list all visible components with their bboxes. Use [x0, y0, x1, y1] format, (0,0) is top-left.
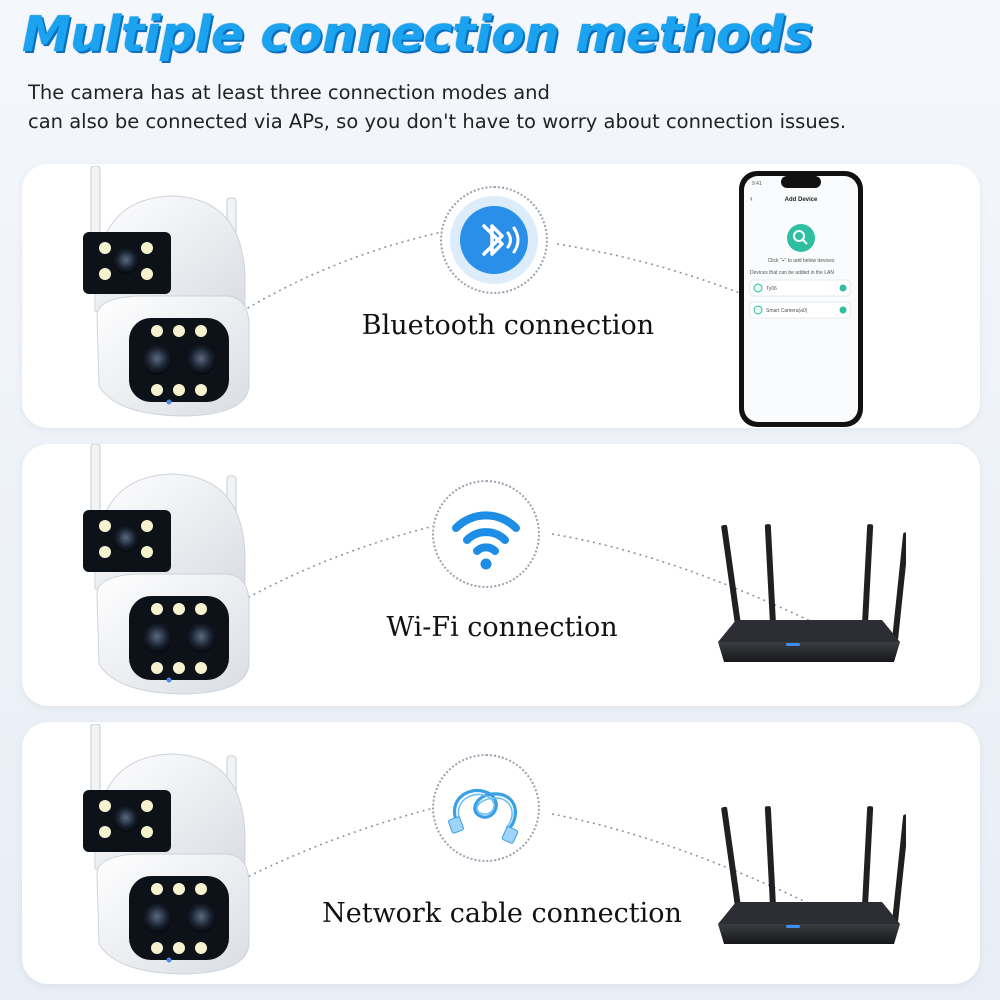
connection-lines [221, 525, 828, 630]
connection-lines [221, 231, 743, 325]
camera-image [82, 444, 250, 695]
camera-image [82, 724, 250, 975]
phone-lan-note: Devices that can be added in the LAN [750, 270, 834, 276]
router-image [718, 806, 906, 944]
phone-item-1: Ty06 [766, 286, 777, 292]
wifi-panel: Wi-Fi connection [22, 444, 980, 706]
bluetooth-panel: Bluetooth connection 9:41 Add Device ‹ C… [22, 164, 980, 428]
phone-time: 9:41 [752, 181, 762, 187]
network-cable-icon [448, 788, 519, 844]
bluetooth-label: Bluetooth connection [361, 310, 655, 341]
wifi-label: Wi-Fi connection [386, 612, 618, 643]
wifi-icon [452, 511, 520, 570]
phone-hint: Click "+" to add below devices [768, 258, 835, 264]
svg-text:‹: ‹ [750, 194, 753, 203]
camera-image [82, 166, 250, 417]
bluetooth-icon [450, 196, 538, 284]
subtitle-line-1: The camera has at least three connection… [28, 81, 550, 104]
smartphone-image: 9:41 Add Device ‹ Click "+" to add below… [739, 171, 863, 427]
network-cable-label: Network cable connection [322, 898, 682, 929]
phone-item-2: Smart Camera(a0) [766, 308, 808, 314]
router-image [718, 524, 906, 662]
network-cable-panel: Network cable connection [22, 722, 980, 984]
subtitle-line-2: can also be connected via APs, so you do… [28, 110, 847, 133]
page-title: Multiple connection methods [22, 6, 813, 63]
network-cable-badge [432, 754, 540, 862]
phone-header: Add Device [785, 197, 818, 203]
page-subtitle: The camera has at least three connection… [28, 78, 998, 136]
wifi-badge [432, 480, 540, 588]
connection-lines [221, 807, 828, 913]
bluetooth-badge [440, 186, 548, 294]
